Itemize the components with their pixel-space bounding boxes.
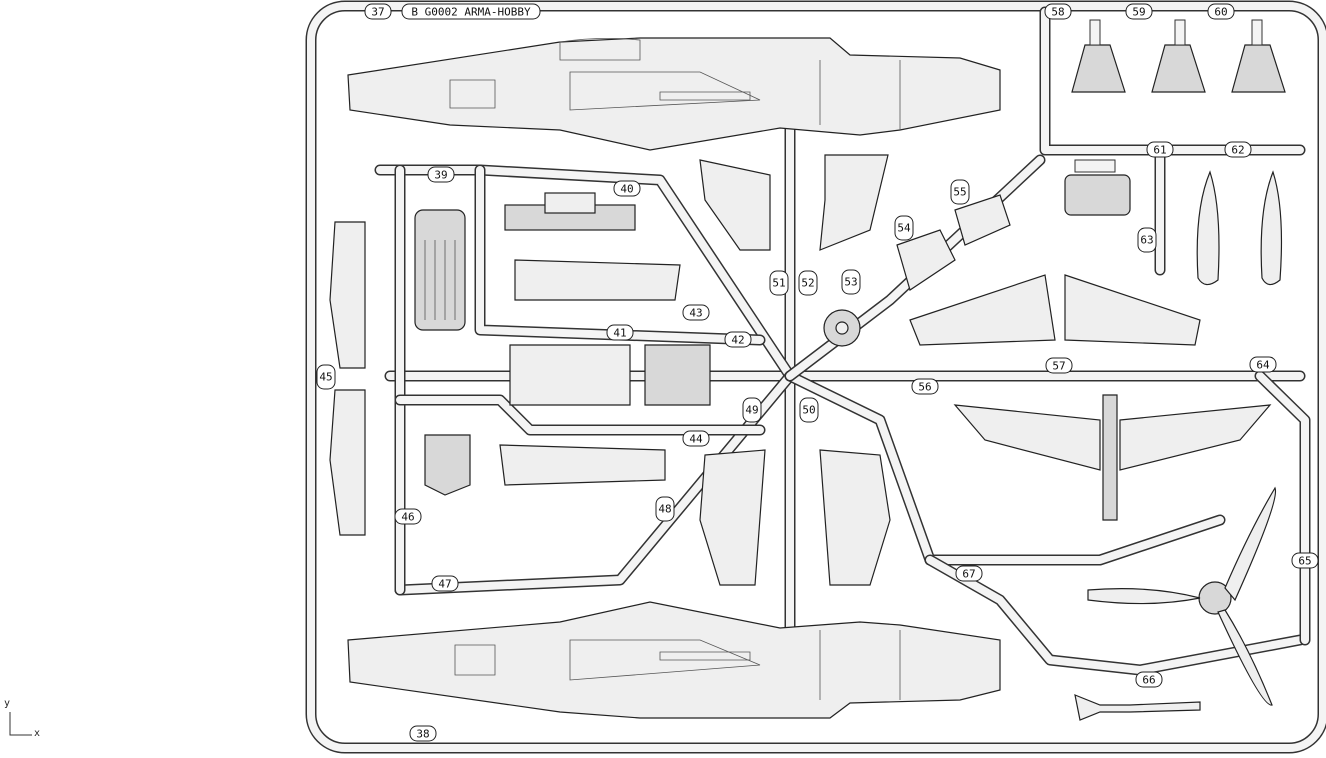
svg-text:62: 62: [1231, 144, 1244, 157]
seat: [1064, 159, 1131, 216]
horizontal-stabilizer: [953, 394, 1272, 521]
drop-tank: [1196, 170, 1283, 286]
label-42: 42: [724, 331, 752, 348]
sprue-frame: [305, 0, 1326, 754]
label-40: 40: [613, 180, 641, 197]
svg-text:61: 61: [1153, 144, 1166, 157]
axis-y-label: y: [4, 698, 10, 709]
svg-text:44: 44: [689, 433, 703, 446]
wheel-well: [329, 221, 891, 586]
sprue-runners: [374, 6, 1311, 676]
svg-text:38: 38: [416, 728, 429, 741]
seat-cushion: [424, 434, 471, 496]
label-58: 58: [1044, 3, 1072, 20]
svg-text:50: 50: [802, 404, 815, 417]
svg-text:37: 37: [371, 6, 384, 19]
spinner: [823, 309, 861, 347]
label-65: 65: [1291, 552, 1319, 569]
svg-text:55: 55: [953, 186, 966, 199]
label-63: 63: [1137, 227, 1157, 253]
label-39: 39: [427, 166, 455, 183]
svg-text:48: 48: [658, 503, 671, 516]
label-59: 59: [1125, 3, 1153, 20]
canopy-frame: [896, 194, 1011, 291]
svg-text:63: 63: [1140, 234, 1153, 247]
label-66: 66: [1135, 671, 1163, 688]
svg-text:56: 56: [918, 381, 931, 394]
svg-text:43: 43: [689, 307, 702, 320]
label-61: 61: [1146, 141, 1174, 158]
label-41: 41: [606, 324, 634, 341]
svg-text:42: 42: [731, 334, 744, 347]
svg-text:64: 64: [1256, 359, 1270, 372]
part-number-labels: 37 38 39 40 41 42 43 44 45 46 47 48 49 5…: [316, 3, 1319, 742]
label-51: 51: [769, 270, 789, 296]
sprue-header-tag: B G0002 ARMA-HOBBY: [401, 3, 541, 20]
propeller: [1087, 486, 1277, 706]
label-62: 62: [1224, 141, 1252, 158]
label-53: 53: [841, 269, 861, 295]
fuselage-half-right: [347, 601, 1001, 719]
instrument-panel: [414, 209, 466, 331]
sprue-header-text: B G0002 ARMA-HOBBY: [411, 6, 531, 19]
axis-indicator: y x: [4, 698, 40, 739]
svg-text:40: 40: [620, 183, 633, 196]
svg-text:47: 47: [438, 578, 451, 591]
svg-text:57: 57: [1052, 360, 1065, 373]
exhaust-stack: [504, 192, 636, 231]
svg-text:60: 60: [1214, 6, 1227, 19]
svg-text:46: 46: [401, 511, 414, 524]
svg-text:58: 58: [1051, 6, 1064, 19]
svg-text:49: 49: [745, 404, 758, 417]
exhaust-stack-parts: [1071, 19, 1286, 93]
svg-text:65: 65: [1298, 555, 1311, 568]
label-43: 43: [682, 304, 710, 321]
svg-text:59: 59: [1132, 6, 1145, 19]
label-67: 67: [955, 565, 983, 582]
axis-x-label: x: [34, 728, 40, 739]
svg-text:67: 67: [962, 568, 975, 581]
landing-gear-door: [699, 154, 889, 251]
svg-text:52: 52: [801, 277, 814, 290]
label-46: 46: [394, 508, 422, 525]
tail-wheel-fork: [1074, 694, 1201, 721]
label-44: 44: [682, 430, 710, 447]
label-47: 47: [431, 575, 459, 592]
label-64: 64: [1249, 356, 1277, 373]
cockpit-floor: [499, 259, 711, 486]
svg-text:66: 66: [1142, 674, 1155, 687]
label-55: 55: [950, 179, 970, 205]
wing-upper: [909, 274, 1201, 346]
label-38: 38: [409, 725, 437, 742]
label-48: 48: [655, 496, 675, 522]
label-56: 56: [911, 378, 939, 395]
label-54: 54: [894, 215, 914, 241]
label-57: 57: [1045, 357, 1073, 374]
label-52: 52: [798, 270, 818, 296]
svg-text:53: 53: [844, 276, 857, 289]
svg-text:45: 45: [319, 371, 332, 384]
svg-text:54: 54: [897, 222, 911, 235]
label-50: 50: [799, 397, 819, 423]
label-37: 37: [364, 3, 392, 20]
svg-text:41: 41: [613, 327, 626, 340]
fuselage-half-left: [347, 37, 1001, 151]
label-49: 49: [742, 397, 762, 423]
svg-text:39: 39: [434, 169, 447, 182]
svg-text:51: 51: [772, 277, 785, 290]
label-60: 60: [1207, 3, 1235, 20]
label-45: 45: [316, 364, 336, 390]
